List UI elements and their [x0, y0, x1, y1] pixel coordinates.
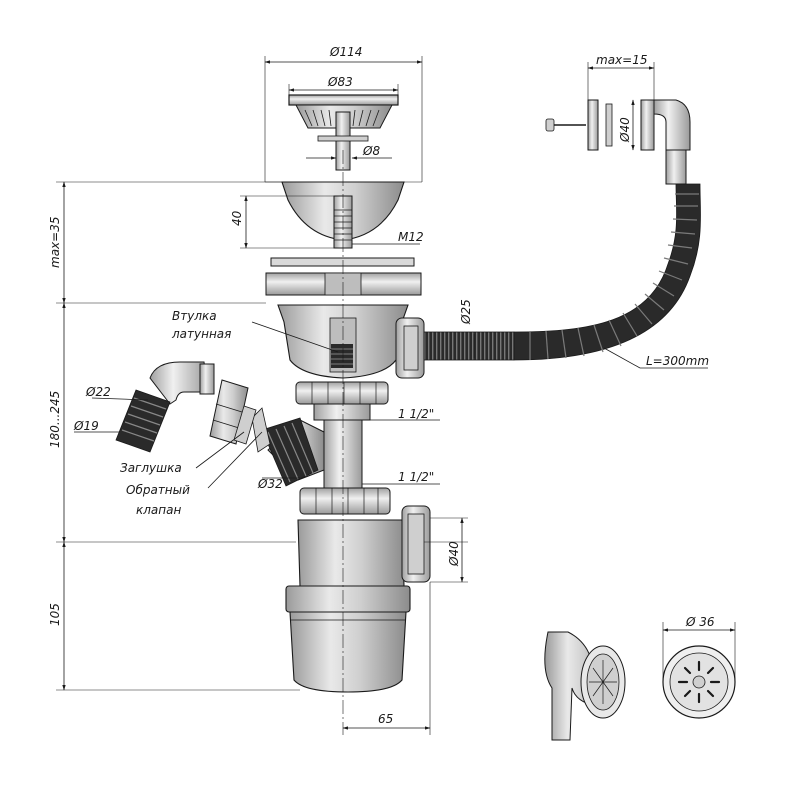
label-d32: Ø32	[257, 477, 283, 491]
label-plug: Заглушка	[120, 461, 182, 475]
gasket-plates	[265, 257, 422, 296]
label-d22: Ø22	[85, 385, 111, 399]
detail-strainer-ring	[662, 645, 736, 719]
label-d114: Ø114	[329, 45, 362, 59]
label-check-valve-line2: клапан	[136, 503, 181, 517]
label-dim65: 65	[378, 712, 393, 726]
label-max15: max=15	[596, 53, 647, 67]
label-d36: Ø 36	[685, 615, 715, 629]
label-hose-length: L=300mm	[646, 354, 709, 368]
overflow-screw	[545, 118, 586, 132]
overflow-head	[545, 99, 691, 151]
label-max35: max=35	[48, 217, 62, 268]
dimension-lines	[56, 56, 736, 735]
label-d40-overflow: Ø40	[618, 117, 632, 143]
side-branch	[251, 407, 325, 487]
detail-elbow	[544, 631, 626, 741]
label-d25: Ø25	[459, 299, 473, 325]
label-d8: Ø8	[362, 144, 380, 158]
label-m12: M12	[398, 230, 424, 244]
elbow-adapter	[115, 361, 215, 453]
label-d19: Ø19	[73, 419, 99, 433]
bottle-trap	[285, 505, 431, 693]
label-dim105: 105	[48, 603, 62, 626]
labels: Ø114 Ø83 Ø8 40 M12 max=35 Втулка латунна…	[48, 45, 715, 726]
label-d83: Ø83	[327, 75, 353, 89]
label-bushing-line1: Втулка	[172, 309, 217, 323]
overflow-hose	[423, 135, 701, 361]
check-valve-parts	[209, 379, 257, 445]
label-thread-upper: 1 1/2"	[398, 407, 434, 421]
label-check-valve-line1: Обратный	[126, 483, 190, 497]
label-thread-lower: 1 1/2"	[398, 470, 434, 484]
label-d40-outlet: Ø40	[447, 541, 461, 567]
label-range-180-245: 180...245	[48, 391, 62, 448]
strainer-basket	[288, 94, 399, 171]
lower-union-nut	[299, 487, 391, 515]
label-bushing-line2: латунная	[171, 327, 231, 341]
label-dim40-top: 40	[230, 210, 244, 226]
drain-body	[277, 304, 425, 379]
